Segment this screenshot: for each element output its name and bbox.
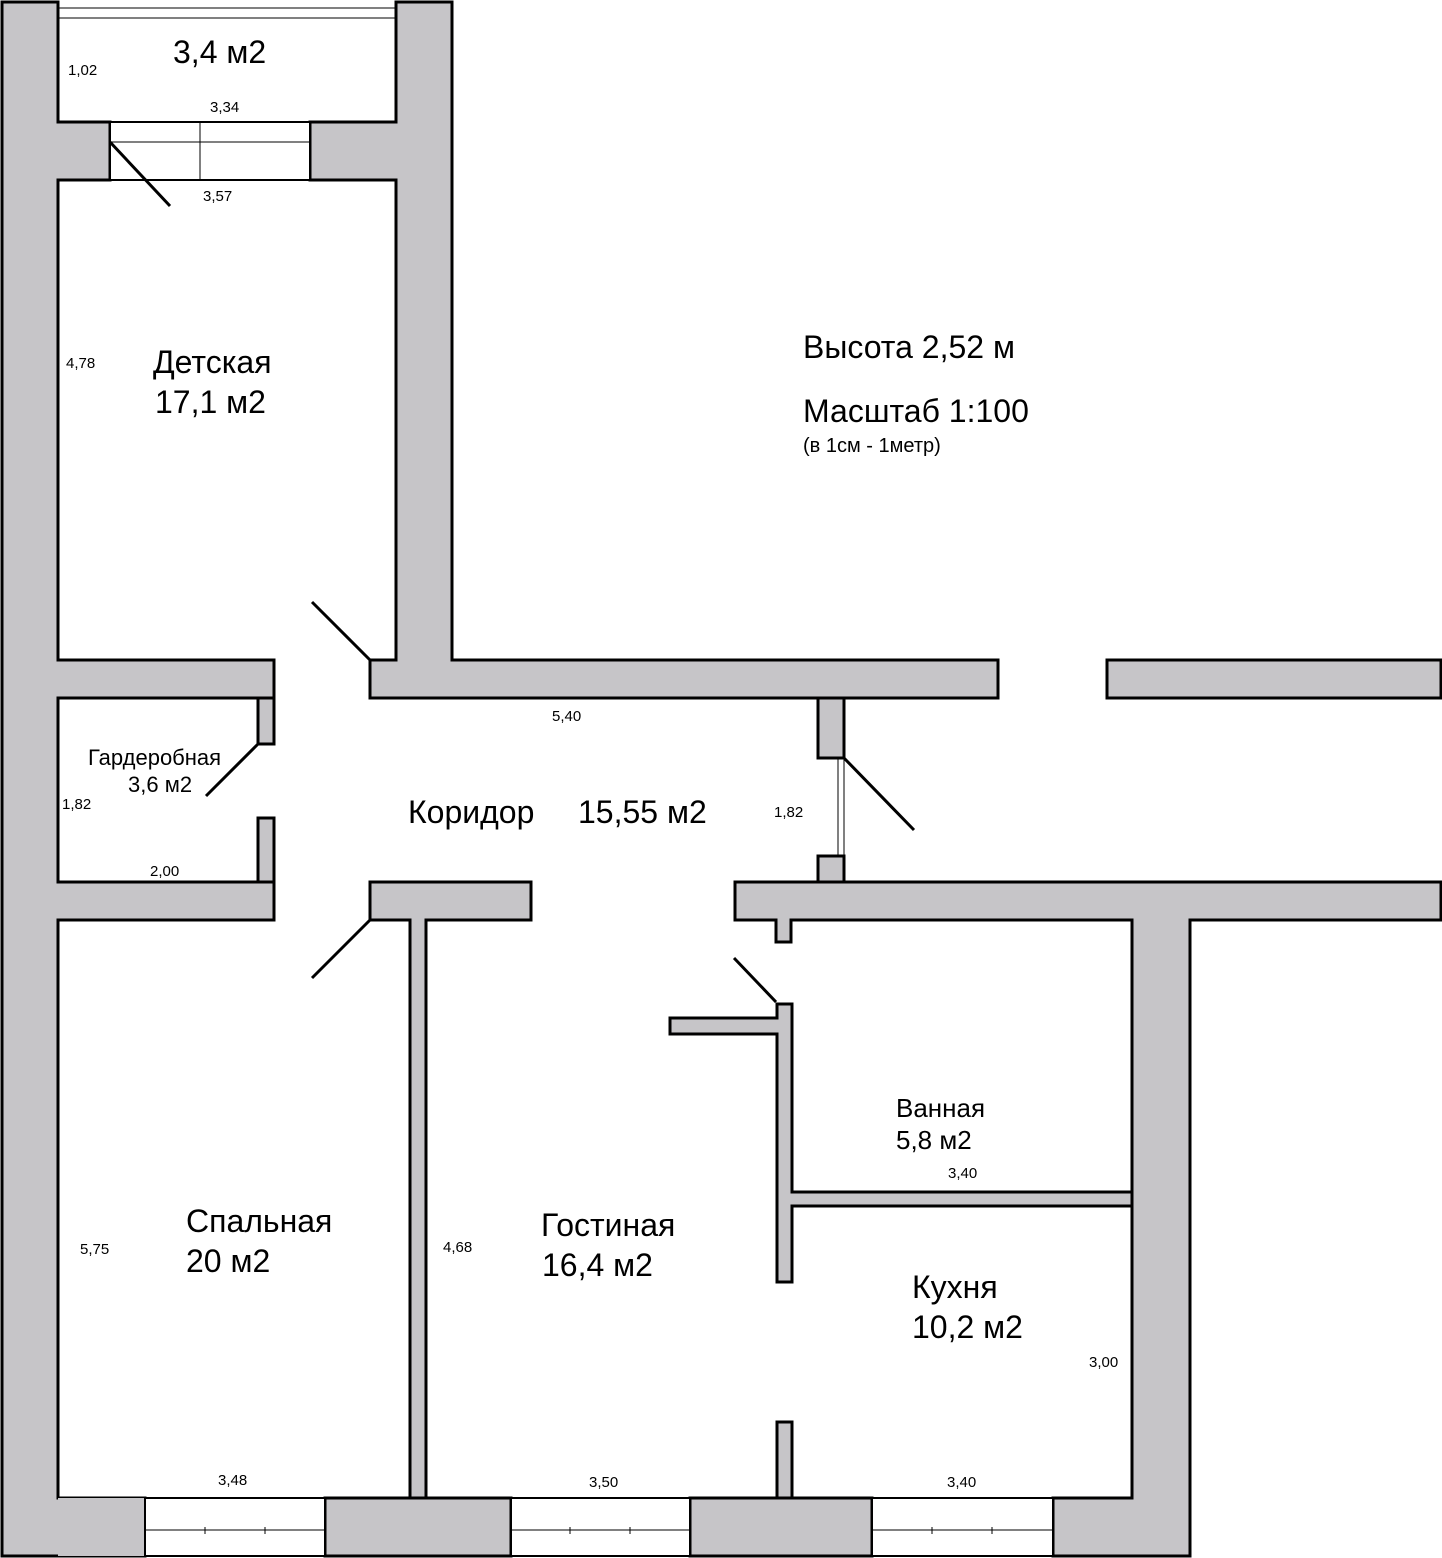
living-window xyxy=(510,1497,691,1557)
wardrobe-door-swing xyxy=(204,742,260,798)
dim-kids-width: 3,57 xyxy=(203,188,233,205)
bath-left-wall xyxy=(668,1002,1134,1284)
dim-bedroom-width: 3,48 xyxy=(218,1472,248,1489)
top-right-wall xyxy=(1105,658,1442,700)
kitchen-area: 10,2 м2 xyxy=(912,1309,1023,1345)
bottom-wall-1 xyxy=(323,1496,513,1558)
corridor-right-door-swing xyxy=(842,756,916,832)
corridor-pillar-top xyxy=(816,696,846,760)
bath-door-swing xyxy=(732,956,778,1004)
bedroom-area: 20 м2 xyxy=(186,1243,271,1279)
living-area: 16,4 м2 xyxy=(542,1247,653,1283)
dim-corridor-width: 5,40 xyxy=(552,708,582,725)
scale-label: Масштаб 1:100 xyxy=(803,393,1029,429)
corridor-area: 15,55 м2 xyxy=(578,794,707,830)
dim-kitchen-width: 3,40 xyxy=(947,1474,977,1491)
dim-kitchen-height: 3,00 xyxy=(1089,1354,1119,1371)
bedroom-door-swing xyxy=(310,918,372,980)
living-kitchen-partition xyxy=(775,1420,794,1500)
bath-top-wall xyxy=(733,880,1442,1558)
corridor-side-window xyxy=(837,758,845,856)
wardrobe-stub-bottom xyxy=(256,816,276,884)
dim-living-height: 4,68 xyxy=(443,1239,473,1256)
bottom-wall-2 xyxy=(688,1496,874,1558)
bedroom-window xyxy=(144,1497,326,1557)
kitchen-name: Кухня xyxy=(912,1269,998,1305)
bath-area: 5,8 м2 xyxy=(896,1125,972,1155)
dim-wardrobe-width: 2,00 xyxy=(150,863,180,880)
kitchen-window xyxy=(871,1497,1054,1557)
living-name: Гостиная xyxy=(541,1207,676,1243)
dim-living-width: 3,50 xyxy=(589,1474,619,1491)
bath-name: Ванная xyxy=(896,1093,986,1123)
dim-kids-height: 4,78 xyxy=(66,355,96,372)
balcony-area: 3,4 м2 xyxy=(173,34,267,70)
balcony-door-swing xyxy=(108,140,172,208)
balcony-window xyxy=(109,121,311,181)
dim-bedroom-height: 5,75 xyxy=(80,1241,110,1258)
dim-bath-width: 3,40 xyxy=(948,1165,978,1182)
kids-door-swing xyxy=(310,600,372,662)
kids-room-name: Детская xyxy=(153,344,272,380)
corridor-name: Коридор xyxy=(408,794,535,830)
dim-wardrobe-height: 1,82 xyxy=(62,796,92,813)
dim-balcony-width: 3,34 xyxy=(210,99,240,116)
bedroom-living-wall xyxy=(368,880,533,1500)
dim-corridor-height: 1,82 xyxy=(774,804,804,821)
bedroom-name: Спальная xyxy=(186,1203,333,1239)
ceiling-height-label: Высота 2,52 м xyxy=(803,329,1015,365)
dim-balcony-height: 1,02 xyxy=(68,62,98,79)
balcony-top-edge xyxy=(58,7,396,19)
corridor-pillar-bottom xyxy=(816,854,846,884)
kids-room-area: 17,1 м2 xyxy=(155,384,266,420)
scale-note-label: (в 1см - 1метр) xyxy=(803,435,941,457)
wardrobe-stub-top xyxy=(256,696,276,746)
wardrobe-name: Гардеробная xyxy=(88,745,222,770)
bottom-wall-3 xyxy=(58,1498,145,1556)
wardrobe-area: 3,6 м2 xyxy=(128,772,193,797)
